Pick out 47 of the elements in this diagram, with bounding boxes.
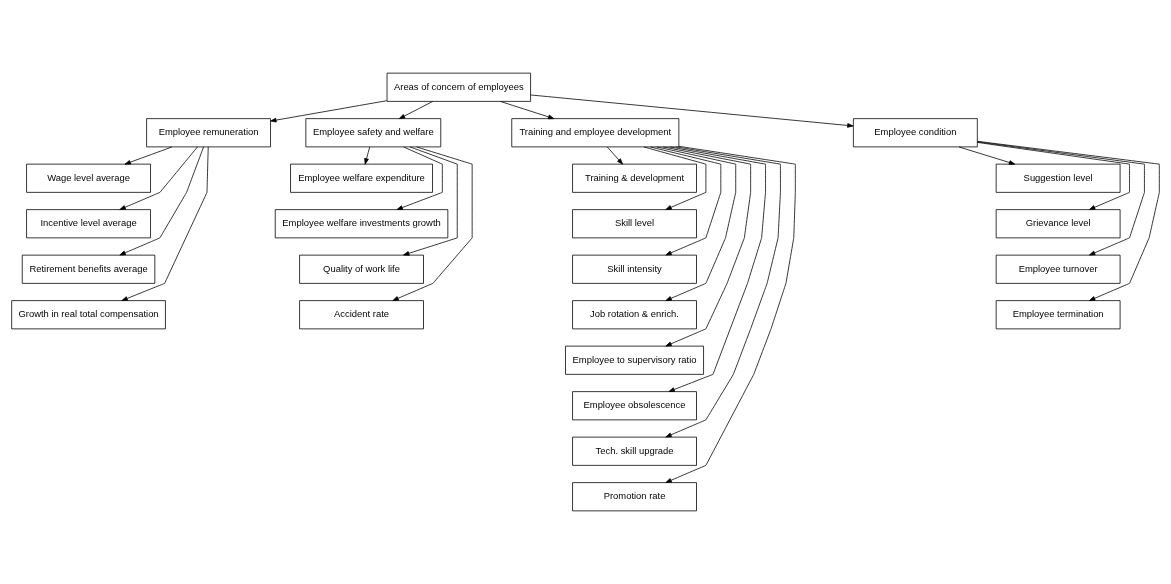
node-box: Skill level bbox=[572, 209, 697, 239]
arrow bbox=[403, 146, 458, 256]
node-box: Employee termination bbox=[995, 300, 1121, 330]
arrow bbox=[665, 146, 781, 438]
arrow bbox=[668, 146, 766, 392]
node-box: Promotion rate bbox=[572, 482, 697, 512]
node-box: Suggestion level bbox=[995, 163, 1121, 193]
node-box: Employee remuneration bbox=[146, 118, 271, 148]
arrow bbox=[121, 146, 209, 301]
node-box: Training & development bbox=[572, 163, 697, 193]
node-box: Quality of work life bbox=[299, 254, 424, 284]
node-box: Incentive level average bbox=[26, 209, 151, 239]
arrow bbox=[649, 146, 722, 256]
node-box: Growth in real total compensation bbox=[11, 300, 166, 330]
node-box: Accident rate bbox=[299, 300, 424, 330]
node-box: Employee turnover bbox=[995, 254, 1121, 284]
arrow bbox=[665, 145, 796, 483]
arrow bbox=[396, 146, 443, 210]
arrow bbox=[270, 100, 388, 123]
arrow bbox=[976, 141, 1145, 256]
arrow bbox=[119, 146, 198, 210]
node-box: Grievance level bbox=[995, 209, 1121, 239]
arrow bbox=[392, 146, 473, 301]
node-box: Areas of concern of employees bbox=[386, 72, 531, 102]
node-box: Tech. skill upgrade bbox=[572, 436, 697, 466]
node-box: Employee to supervisory ratio bbox=[565, 345, 704, 375]
arrow bbox=[977, 140, 1160, 301]
arrow bbox=[662, 146, 751, 347]
arrow bbox=[124, 146, 173, 165]
node-box: Employee welfare expenditure bbox=[290, 163, 433, 193]
node-box: Skill intensity bbox=[572, 254, 697, 284]
arrow bbox=[606, 146, 623, 165]
node-box: Employee obsolescence bbox=[572, 391, 697, 421]
arrow bbox=[958, 146, 1016, 165]
arrow bbox=[530, 94, 854, 128]
arrow bbox=[656, 146, 737, 301]
node-box: Training and employee development bbox=[511, 118, 680, 148]
node-box: Retirement benefits average bbox=[21, 254, 156, 284]
arrow bbox=[643, 146, 707, 210]
node-box: Wage level average bbox=[26, 163, 151, 193]
node-box: Employee safety and welfare bbox=[305, 118, 442, 148]
arrow bbox=[398, 101, 434, 120]
node-box: Employee condition bbox=[853, 118, 978, 148]
node-box: Employee welfare investments growth bbox=[274, 209, 449, 239]
arrow bbox=[119, 146, 204, 256]
node-box: Job rotation & enrich. bbox=[572, 300, 697, 330]
arrow bbox=[364, 146, 371, 165]
